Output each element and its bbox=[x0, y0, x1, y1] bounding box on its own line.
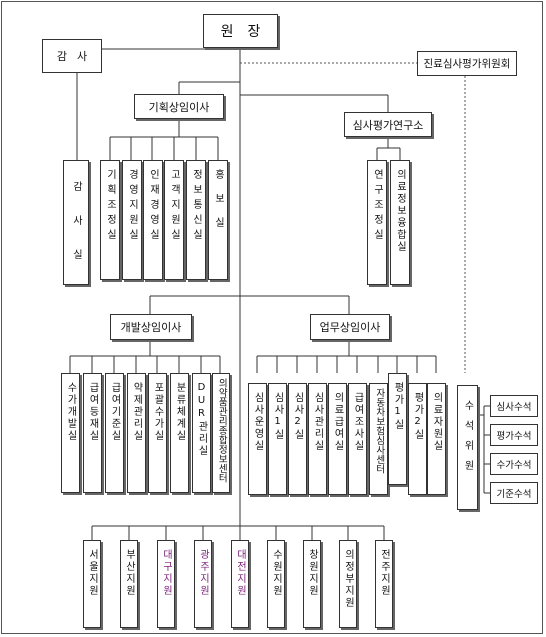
branch-label: 대구지원 bbox=[160, 549, 172, 597]
ops-unit-8: 평가1실 bbox=[388, 373, 407, 485]
branch-label: 부산지원 bbox=[123, 549, 135, 597]
branch-box: 창원지원 bbox=[303, 540, 321, 628]
branch-box: 대구지원 bbox=[157, 540, 175, 628]
unit-label: 경영지원실 bbox=[126, 169, 138, 244]
unit-label: 기획조정실 bbox=[104, 169, 116, 244]
director-box: 원장 bbox=[203, 14, 278, 48]
unit-hr: 인재경영실 bbox=[143, 160, 163, 280]
unit-research: 연구조정실 bbox=[367, 160, 387, 285]
dev-unit-1: 수가개발실 bbox=[61, 373, 80, 493]
planning-director-box: 기획상임이사 bbox=[134, 94, 224, 119]
advisor-box: 평가수석 bbox=[490, 424, 538, 446]
ops-unit-4: 심사관리실 bbox=[308, 383, 327, 495]
unit-label: 홍보실 bbox=[212, 169, 224, 241]
unit-label: 심사2실 bbox=[292, 392, 303, 441]
unit-label: 정보통신실 bbox=[190, 169, 202, 244]
ops-unit-9: 평가2실 bbox=[408, 383, 427, 495]
branch-label: 전주지원 bbox=[378, 549, 390, 597]
ops-unit-6: 급여조사실 bbox=[348, 383, 367, 495]
dev-unit-8: 의약품관리종합정보센터 bbox=[212, 373, 230, 493]
unit-pr: 홍보실 bbox=[208, 160, 228, 280]
dev-unit-3: 급여기준실 bbox=[105, 373, 124, 493]
operations-director-box: 업무상임이사 bbox=[310, 314, 390, 340]
unit-label: 자동차보험심사센터 bbox=[373, 388, 385, 474]
branch-box: 광주지원 bbox=[194, 540, 212, 628]
unit-label: 인재경영실 bbox=[147, 169, 159, 244]
branch-box: 부산지원 bbox=[120, 540, 138, 628]
advisor-label: 평가수석 bbox=[496, 431, 532, 442]
operations-director-label: 업무상임이사 bbox=[319, 321, 381, 334]
ops-unit-1: 심사운영실 bbox=[248, 383, 267, 495]
unit-customer: 고객지원실 bbox=[164, 160, 184, 280]
ops-unit-5: 의료급여실 bbox=[328, 383, 347, 495]
ops-unit-2: 심사1실 bbox=[268, 383, 287, 495]
planning-director-label: 기획상임이사 bbox=[148, 100, 210, 114]
branch-box: 전주지원 bbox=[375, 540, 393, 628]
research-institute-box: 심사평가연구소 bbox=[344, 112, 432, 137]
senior-advisors-label: 수석위원 bbox=[462, 400, 473, 480]
review-committee-box: 진료심사평가위원회 bbox=[417, 51, 517, 76]
ops-unit-10: 의료자원실 bbox=[427, 383, 446, 495]
auditor-box: 감사 bbox=[42, 39, 102, 73]
unit-label: 심사관리실 bbox=[312, 392, 323, 452]
development-director-label: 개발상임이사 bbox=[120, 321, 182, 334]
review-committee-label: 진료심사평가위원회 bbox=[423, 58, 511, 70]
unit-medical-info: 의료정보융합실 bbox=[390, 160, 410, 285]
unit-planning: 기획조정실 bbox=[100, 160, 120, 280]
research-institute-label: 심사평가연구소 bbox=[352, 118, 424, 132]
advisor-box: 수가수석 bbox=[490, 453, 538, 475]
branch-label: 광주지원 bbox=[197, 549, 209, 597]
unit-label: 의료급여실 bbox=[332, 392, 343, 452]
branch-box: 대전지원 bbox=[231, 540, 249, 628]
ops-unit-7: 자동차보험심사센터 bbox=[369, 383, 388, 495]
unit-label: 급여등재실 bbox=[87, 382, 98, 442]
advisor-label: 수가수석 bbox=[496, 460, 532, 471]
branch-label: 대전지원 bbox=[234, 549, 246, 597]
branch-label: 의정부지원 bbox=[342, 549, 354, 609]
unit-management: 경영지원실 bbox=[122, 160, 142, 280]
unit-label: DUR관리실 bbox=[196, 382, 207, 457]
dev-unit-4: 약제관리실 bbox=[127, 373, 146, 493]
auditor-label: 감사 bbox=[56, 50, 98, 63]
unit-label: 의료정보융합실 bbox=[394, 169, 406, 253]
unit-label: 의료자원실 bbox=[431, 392, 442, 452]
unit-label: 의약품관리종합정보센터 bbox=[216, 378, 228, 483]
branch-label: 창원지원 bbox=[306, 549, 318, 597]
unit-label: 수가개발실 bbox=[65, 382, 76, 442]
unit-label: 평가2실 bbox=[412, 392, 423, 441]
dev-unit-6: 분류체계실 bbox=[170, 373, 189, 493]
unit-label: 급여기준실 bbox=[109, 382, 120, 442]
unit-label: 분류체계실 bbox=[174, 382, 185, 442]
branch-label: 서울지원 bbox=[86, 549, 98, 597]
dev-unit-7: DUR관리실 bbox=[192, 373, 211, 493]
development-director-box: 개발상임이사 bbox=[110, 314, 192, 340]
unit-label: 연구조정실 bbox=[371, 169, 383, 244]
unit-label: 평가1실 bbox=[392, 382, 403, 431]
unit-label: 심사1실 bbox=[272, 392, 283, 441]
unit-label: 심사운영실 bbox=[252, 392, 263, 452]
unit-it: 정보통신실 bbox=[186, 160, 206, 280]
branch-box: 서울지원 bbox=[83, 540, 101, 628]
unit-label: 고객지원실 bbox=[168, 169, 180, 244]
advisor-box: 기준수석 bbox=[490, 482, 538, 504]
advisor-box: 심사수석 bbox=[490, 395, 538, 417]
unit-label: 급여조사실 bbox=[352, 392, 363, 452]
unit-audit-office: 감사실 bbox=[63, 160, 89, 285]
branch-box: 의정부지원 bbox=[339, 540, 357, 628]
senior-advisors-box: 수석위원 bbox=[457, 385, 478, 510]
director-label: 원장 bbox=[220, 24, 275, 40]
dev-unit-5: 포괄수가실 bbox=[148, 373, 167, 493]
unit-label: 포괄수가실 bbox=[152, 382, 163, 442]
branch-label: 수원지원 bbox=[270, 549, 282, 597]
ops-unit-3: 심사2실 bbox=[288, 383, 307, 495]
dev-unit-2: 급여등재실 bbox=[83, 373, 102, 493]
unit-label: 약제관리실 bbox=[131, 382, 142, 442]
branch-box: 수원지원 bbox=[267, 540, 285, 628]
unit-label: 감사실 bbox=[70, 181, 82, 283]
advisor-label: 기준수석 bbox=[496, 489, 532, 500]
advisor-label: 심사수석 bbox=[496, 402, 532, 413]
